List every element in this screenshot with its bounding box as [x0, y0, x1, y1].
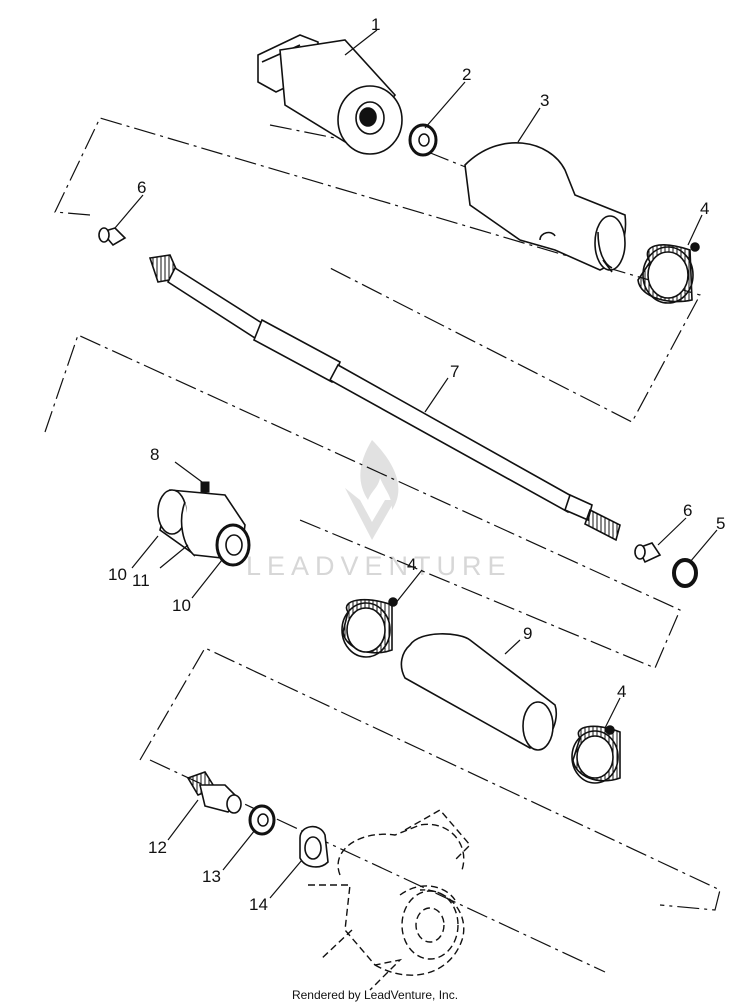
- callout-11: 11: [132, 571, 150, 590]
- callout-2: 2: [462, 65, 471, 84]
- part-13-washer: [248, 804, 276, 836]
- watermark-text: LEADVENTURE: [246, 551, 512, 581]
- callout-4-middle: 4: [407, 555, 416, 574]
- part-7-driveshaft: [148, 254, 621, 542]
- part-5-oring: [672, 558, 698, 588]
- leadventure-watermark: LEADVENTURE: [246, 440, 512, 581]
- callout-labels: 1 2 3 4 4 4 5 6 6 7 8 9 10 11 10 12 13 1…: [108, 15, 725, 914]
- part-4-clamp-upper: [637, 242, 700, 304]
- callout-3: 3: [540, 91, 549, 110]
- callout-1: 1: [371, 15, 380, 34]
- callout-8: 8: [150, 445, 159, 464]
- callout-10-left: 10: [108, 565, 127, 584]
- callout-10-right: 10: [172, 596, 191, 615]
- part-4-clamp-lower: [571, 725, 621, 784]
- callout-12: 12: [148, 838, 167, 857]
- part-3-boot: [464, 142, 627, 273]
- callout-6-lower: 6: [683, 501, 692, 520]
- part-10-11-bearing-housing: [157, 489, 251, 567]
- callout-9: 9: [523, 624, 532, 643]
- callout-4-lower: 4: [617, 682, 626, 701]
- part-4-clamp-middle: [341, 597, 398, 658]
- part-2-washer: [408, 123, 438, 157]
- part-12-pinion: [186, 771, 242, 814]
- part-6-bushing-lower: [634, 542, 662, 564]
- part-14-bearing-cup: [299, 825, 329, 868]
- callout-5: 5: [716, 514, 725, 533]
- part-1-coupler: [257, 34, 403, 155]
- callout-6-upper: 6: [137, 178, 146, 197]
- phantom-impeller-housing: [308, 809, 471, 991]
- leader-lines: [114, 29, 718, 899]
- callout-14: 14: [249, 895, 268, 914]
- part-8-set-screw: [200, 481, 210, 493]
- callout-13: 13: [202, 867, 221, 886]
- callout-4-upper: 4: [700, 199, 709, 218]
- credit-footer: Rendered by LeadVenture, Inc.: [291, 988, 459, 1002]
- part-6-bushing-upper: [98, 227, 127, 247]
- callout-7: 7: [450, 362, 459, 381]
- part-9-tube: [400, 633, 557, 751]
